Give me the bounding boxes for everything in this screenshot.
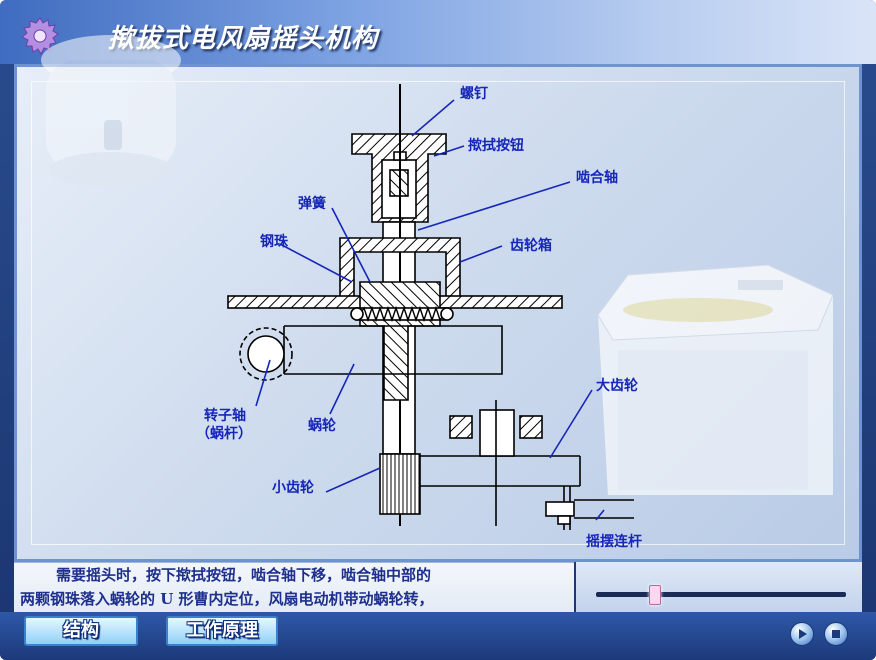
rice-cooker-image	[41, 35, 181, 188]
label-big-gear: 大齿轮	[596, 377, 638, 394]
structure-button[interactable]: 结构	[24, 616, 138, 646]
gear-icon	[21, 17, 59, 56]
play-icon	[799, 629, 807, 639]
label-screw: 螺钉	[460, 85, 488, 102]
label-spring: 弹簧	[298, 195, 326, 212]
stop-button[interactable]	[824, 622, 848, 646]
caption-box: 需要摇头时，按下揿拭按钮，啮合轴下移，啮合轴中部的 两颗钢珠落入蜗轮的 U 形曹…	[14, 562, 574, 613]
label-worm-wheel: 蜗轮	[308, 417, 336, 434]
slider-track[interactable]	[596, 592, 846, 597]
label-rotor-shaft: 转子轴	[204, 407, 246, 424]
caption-line-2: 两颗钢珠落入蜗轮的 U 形曹内定位，风扇电动机带动蜗轮转，	[20, 590, 434, 608]
label-worm: （蜗杆）	[196, 425, 252, 442]
label-engage-shaft: 啮合轴	[576, 169, 618, 186]
slider-thumb[interactable]	[648, 585, 661, 605]
panel-inner-border	[31, 81, 845, 545]
label-gearbox: 齿轮箱	[510, 237, 552, 254]
label-small-gear: 小齿轮	[272, 479, 314, 496]
bottom-bar: 结构 工作原理	[0, 612, 876, 660]
caption-line-1: 需要摇头时，按下揿拭按钮，啮合轴下移，啮合轴中部的	[56, 566, 432, 584]
washing-machine-image	[597, 264, 834, 495]
mechanism-diagram: 螺钉 揿拭按钮 啮合轴 弹簧 钢珠 齿轮箱 转子轴 （蜗杆） 蜗轮 大齿轮 小齿…	[196, 84, 642, 550]
play-button[interactable]	[790, 622, 814, 646]
label-push-button: 揿拭按钮	[468, 137, 524, 154]
label-steel-ball: 钢珠	[260, 233, 289, 250]
label-swing-link: 摇摆连杆	[586, 533, 642, 550]
principle-button[interactable]: 工作原理	[166, 616, 278, 646]
progress-slider[interactable]	[576, 562, 862, 612]
stop-icon	[832, 630, 840, 638]
